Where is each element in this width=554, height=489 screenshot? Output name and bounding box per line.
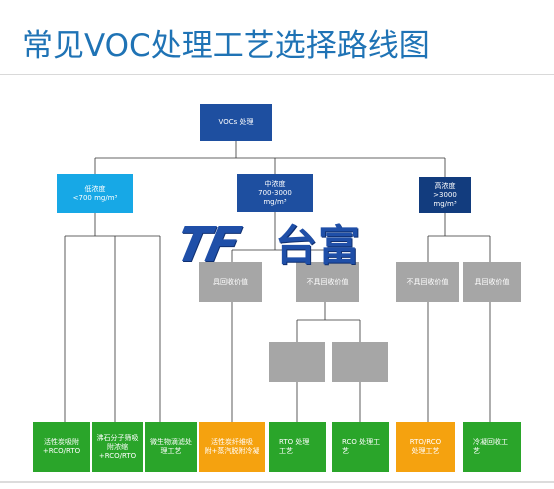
mid-recover-node: 具回收价值 — [199, 262, 262, 302]
mid-concentration-node: 中浓度 700-3000 mg/m³ — [237, 174, 313, 212]
title-divider — [0, 74, 554, 75]
logo-latin-text: TF — [171, 217, 243, 273]
low-concentration-node: 低浓度 <700 mg/m³ — [57, 174, 133, 213]
logo-chinese-text: 台富 — [275, 221, 362, 270]
bottom-divider — [0, 481, 554, 483]
blank-node-left — [269, 342, 325, 382]
process-rto: RTO 处理 工艺 — [269, 422, 326, 472]
company-logo: TF 台富 — [171, 217, 377, 273]
high-norecover-node: 不具回收价值 — [396, 262, 459, 302]
process-biofilter: 微生物滴滤处 理工艺 — [145, 422, 197, 472]
process-rto-rco: RTO/RCO 处理工艺 — [396, 422, 455, 472]
mid-norecover-node: 不具回收价值 — [296, 262, 359, 302]
root-node: VOCs 处理 — [200, 104, 272, 141]
process-rco: RCO 处理工 艺 — [332, 422, 389, 472]
process-condensation: 冷凝回收工 艺 — [463, 422, 521, 472]
blank-node-right — [332, 342, 388, 382]
process-activated-carbon: 活性炭吸附 +RCO/RTO — [33, 422, 90, 472]
page-title: 常见VOC处理工艺选择路线图 — [22, 28, 430, 64]
process-carbon-fiber: 活性炭纤维吸 附+蒸汽脱附冷凝 — [199, 422, 265, 472]
high-recover-node: 具回收价值 — [463, 262, 521, 302]
high-concentration-node: 高浓度 >3000 mg/m³ — [419, 177, 471, 213]
process-zeolite: 沸石分子筛吸 附浓缩 +RCO/RTO — [92, 422, 143, 472]
